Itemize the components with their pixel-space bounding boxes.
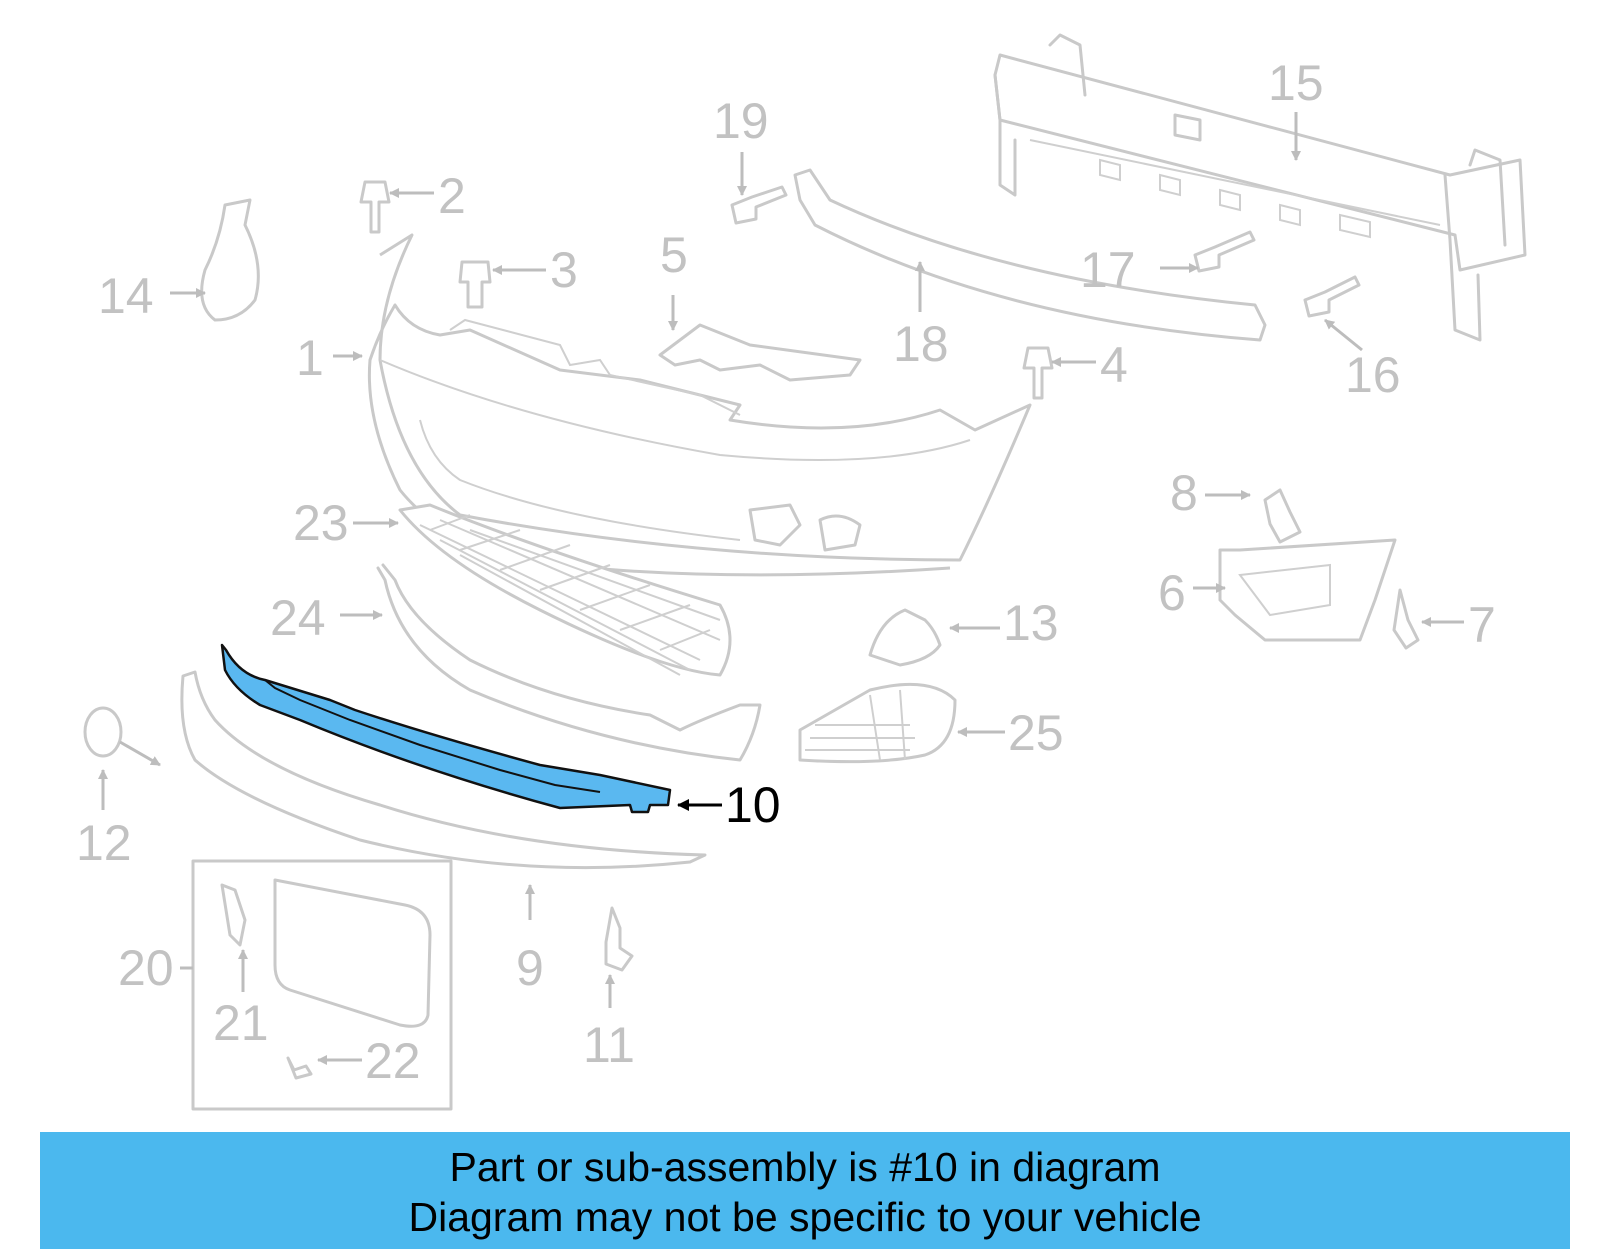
callout-23: 23 [293,495,349,551]
part-24-lower-trim [376,563,762,762]
callout-6: 6 [1158,565,1186,621]
callout-11: 11 [583,1017,635,1073]
callout-9: 9 [516,940,544,996]
part-10-highlighted [220,643,672,814]
callout-19: 19 [713,93,769,149]
part-6-side-bracket [1218,538,1397,642]
callout-2: 2 [438,168,466,224]
banner-line-1: Part or sub-assembly is #10 in diagram [449,1144,1161,1190]
callout-21: 21 [213,995,269,1051]
leader-lines [98,112,1464,1065]
banner-line-2: Diagram may not be specific to your vehi… [408,1194,1202,1240]
part-13-cap [868,608,942,667]
part-14-bag [200,198,260,322]
callout-7: 7 [1468,597,1496,653]
callout-4: 4 [1100,337,1128,393]
callout-12: 12 [76,815,132,871]
info-banner: Part or sub-assembly is #10 in diagram D… [40,1132,1570,1249]
callout-15: 15 [1268,55,1324,111]
callout-14: 14 [98,268,154,324]
callout-18: 18 [893,316,949,372]
callout-8: 8 [1170,465,1198,521]
callout-17: 17 [1080,242,1136,298]
part-23-grille [398,503,732,677]
callout-10: 10 [725,777,781,833]
part-20-group [191,859,453,1111]
part-25-vent [798,682,957,764]
callout-25: 25 [1008,705,1064,761]
part-5-bracket [658,323,862,382]
callout-1: 1 [296,330,324,386]
callout-20: 20 [118,940,174,996]
callout-labels: 1 2 3 4 5 6 7 8 9 10 11 12 13 14 15 16 1… [76,55,1496,1089]
part-15-reinforcement [993,33,1527,342]
callout-22: 22 [365,1033,421,1089]
part-12-cap [83,706,123,758]
fasteners [286,180,1420,1080]
part-9-lower-cover [180,670,707,870]
callout-24: 24 [270,590,326,646]
callout-16: 16 [1345,347,1401,403]
callout-3: 3 [550,242,578,298]
callout-5: 5 [660,227,688,283]
callout-13: 13 [1003,595,1059,651]
